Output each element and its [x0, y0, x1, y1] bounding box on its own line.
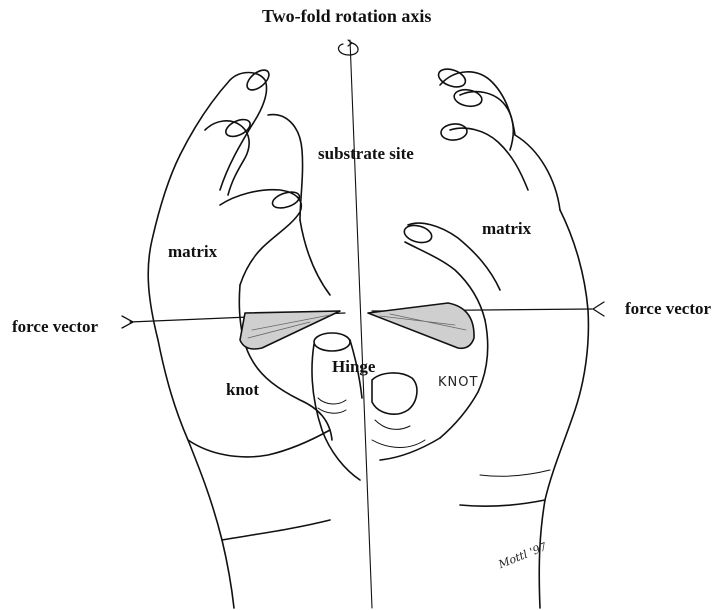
hinge-label: Hinge [332, 358, 375, 375]
substrate-site-label: substrate site [318, 145, 414, 162]
knot-label-right: KNOT [438, 376, 478, 389]
force-vector-lines [122, 302, 604, 328]
rotation-axis [338, 40, 372, 608]
force-vector-label-right: force vector [625, 300, 711, 317]
diagram-title: Two-fold rotation axis [262, 7, 431, 25]
matrix-label-right: matrix [482, 220, 531, 237]
hinge-thumbs [312, 333, 425, 480]
matrix-label-left: matrix [168, 243, 217, 260]
left-knot-wedge [240, 311, 340, 349]
force-vector-label-left: force vector [12, 318, 98, 335]
knot-label-left: knot [226, 381, 259, 398]
right-knot-wedge [368, 303, 474, 348]
